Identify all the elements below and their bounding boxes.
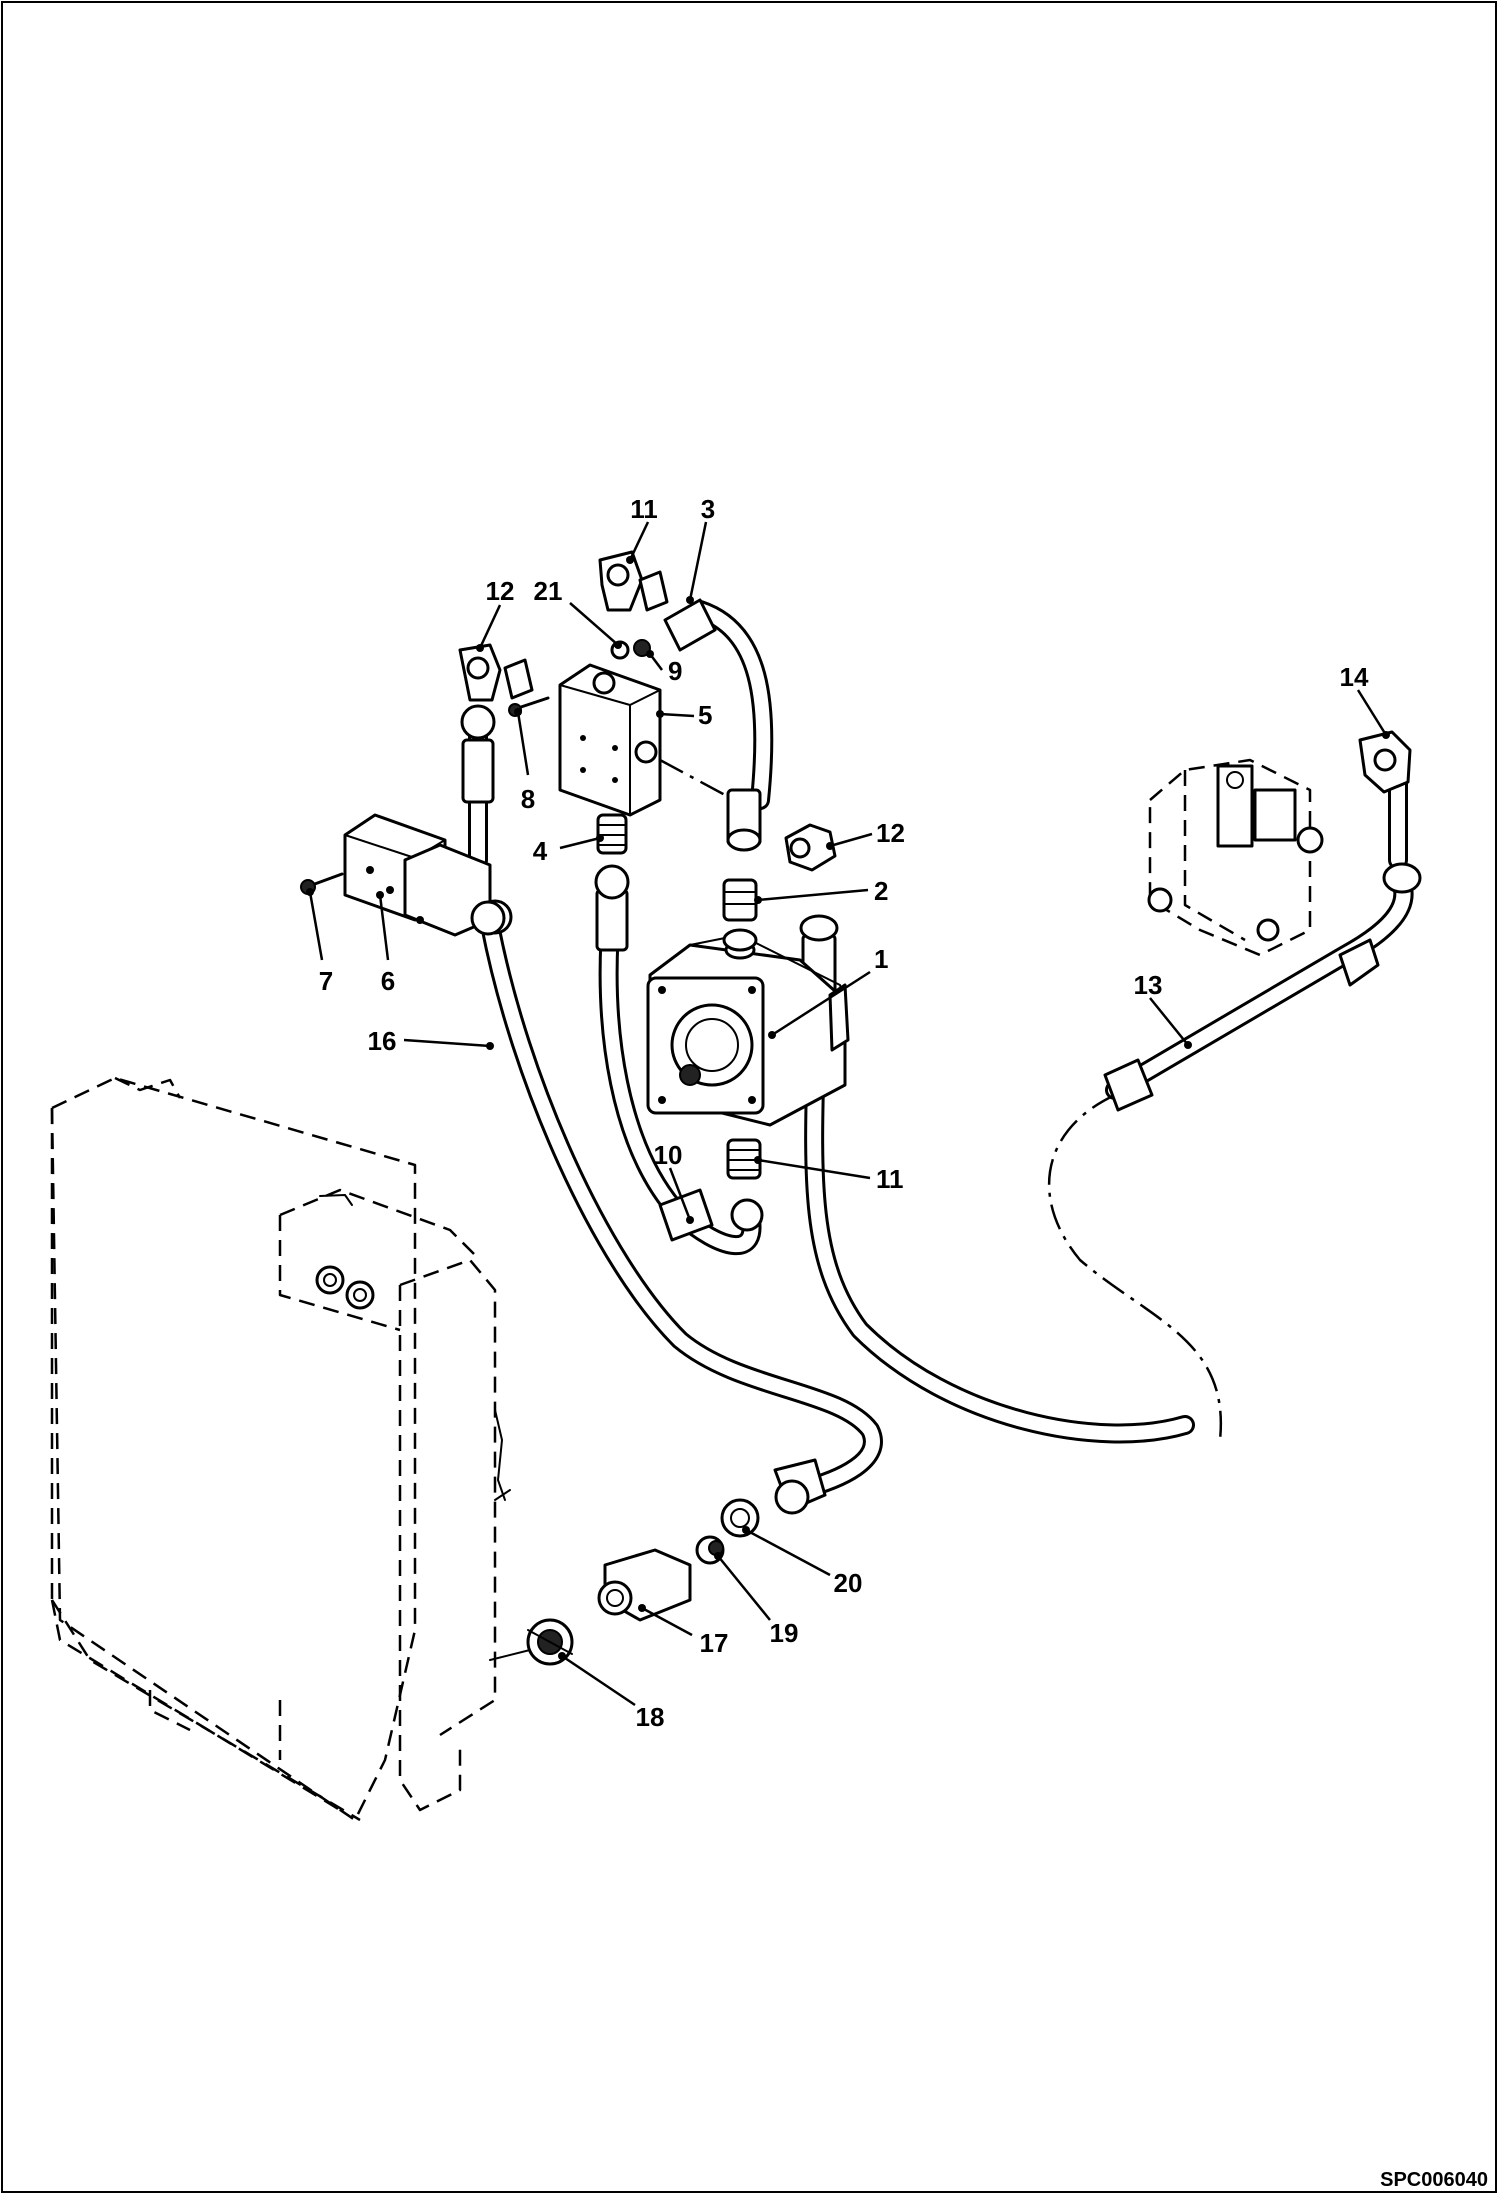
callout-4: 4 bbox=[533, 836, 548, 866]
callout-12-right: 12 bbox=[876, 818, 905, 848]
callout-3: 3 bbox=[701, 494, 715, 524]
callout-12-left: 12 bbox=[486, 576, 515, 606]
oil-cooler-outline bbox=[50, 1076, 531, 1822]
solenoid-valve bbox=[343, 813, 506, 937]
callout-14: 14 bbox=[1340, 662, 1369, 692]
callout-13: 13 bbox=[1134, 970, 1163, 1000]
callout-16: 16 bbox=[368, 1026, 397, 1056]
callout-2: 2 bbox=[874, 876, 888, 906]
leader-lines bbox=[306, 521, 1390, 1707]
callout-12-top: 11 bbox=[630, 494, 658, 524]
callout-19: 19 bbox=[770, 1618, 799, 1648]
callout-9: 9 bbox=[668, 656, 682, 686]
callout-17: 17 bbox=[700, 1628, 729, 1658]
callout-21: 21 bbox=[534, 576, 563, 606]
callout-5: 5 bbox=[698, 700, 712, 730]
straight-fittings bbox=[300, 639, 762, 1666]
valve-block bbox=[558, 663, 726, 817]
callout-20: 20 bbox=[834, 1568, 863, 1598]
hose-ferrules bbox=[460, 598, 1422, 1515]
callout-11: 11 bbox=[876, 1164, 904, 1194]
hydraulic-pump bbox=[646, 934, 850, 1127]
drawing-code: SPC006040 bbox=[1380, 2169, 1488, 2191]
callout-6: 6 bbox=[381, 966, 395, 996]
control-valve-outline bbox=[1147, 758, 1324, 957]
callout-labels: 11 3 12 21 9 5 8 4 12 2 1 7 6 16 13 14 1… bbox=[319, 494, 1488, 2191]
callout-8: 8 bbox=[521, 784, 535, 814]
callout-18: 18 bbox=[636, 1702, 665, 1732]
callout-7: 7 bbox=[319, 966, 333, 996]
elbow-fittings bbox=[458, 550, 1412, 872]
callout-10: 10 bbox=[654, 1140, 683, 1170]
callout-1: 1 bbox=[874, 944, 888, 974]
